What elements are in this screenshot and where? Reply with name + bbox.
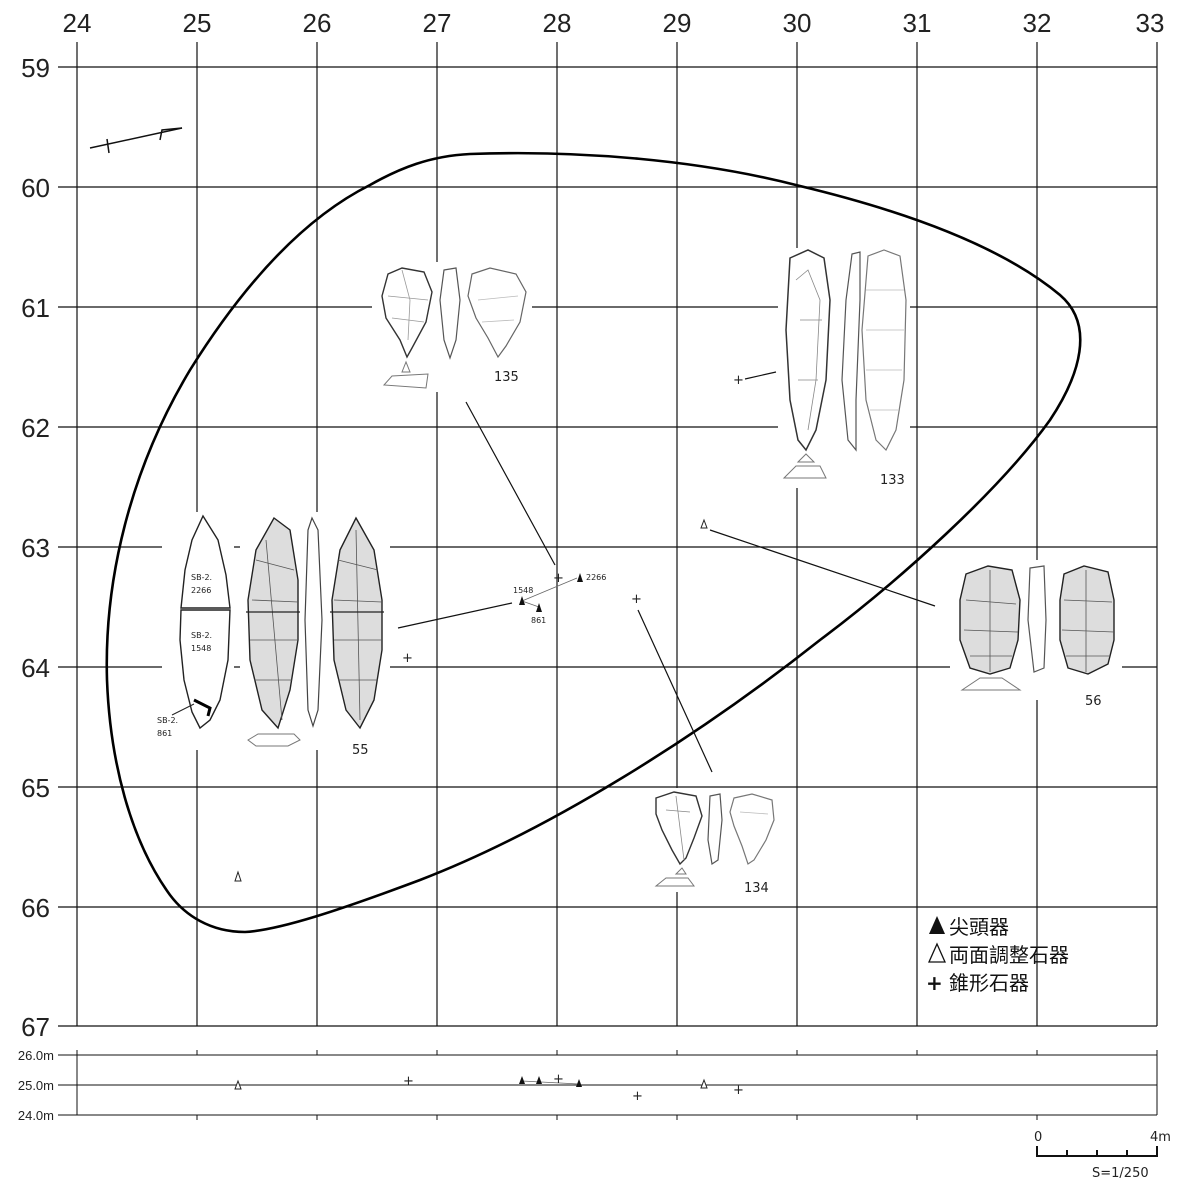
legend: 尖頭器 両面調整石器 + 錐形石器 [926,915,1069,995]
y-label-59: 59 [21,53,50,83]
artifact-134-label: 134 [744,881,769,896]
plan-markers: + + + + 2266 1548 861 [234,373,744,882]
marker-label-2266: 2266 [586,573,606,582]
refit-link-line [521,577,578,602]
marker-label-1548: 1548 [513,586,533,595]
refit-link-line-861 [521,600,540,608]
refit-label-2266-a: SB-2. [191,573,212,582]
legend-awl-icon: + [926,971,943,995]
x-label-30: 30 [783,8,812,38]
section-awl-icon: + [553,1072,564,1087]
scale-zero-label: 0 [1034,1130,1042,1145]
artifact-56-drawing: 56 [950,560,1122,709]
awl-marker-icon: + [733,373,744,388]
section-biface-icon [234,1079,242,1090]
section-point-icon [576,1079,582,1087]
y-label-66: 66 [21,893,50,923]
section-point-icon [536,1076,542,1084]
artifact-55-label: 55 [352,743,369,758]
y-label-62: 62 [21,413,50,443]
x-label-25: 25 [183,8,212,38]
y-label-63: 63 [21,533,50,563]
artifact-134-drawing: 134 [648,788,780,896]
section-awl-icon: + [632,1089,643,1104]
section-point-icon [519,1076,525,1084]
marker-label-861: 861 [531,616,546,625]
legend-label-biface: 両面調整石器 [949,943,1069,967]
legend-biface-icon [927,942,947,963]
point-marker-icon [577,573,583,582]
x-label-32: 32 [1023,8,1052,38]
refit-label-1548-b: 1548 [191,644,211,653]
north-arrow-icon [89,127,183,154]
scale-bar: 0 4m S=1/250 [1034,1130,1171,1181]
biface-marker-icon [700,518,708,529]
biface-marker-icon [234,870,242,882]
elev-label-24: 24.0m [18,1108,54,1123]
legend-point-icon [929,916,945,934]
x-label-31: 31 [903,8,932,38]
legend-label-point: 尖頭器 [949,915,1009,939]
awl-marker-icon: + [631,592,642,607]
elevation-section: 26.0m 25.0m 24.0m + + + + [18,1048,1158,1123]
point-marker-icon [536,603,542,612]
x-label-26: 26 [303,8,332,38]
awl-marker-icon: + [402,651,413,666]
artifact-133-drawing: 133 [778,248,910,488]
x-label-28: 28 [543,8,572,38]
scale-ratio-label: S=1/250 [1092,1166,1149,1181]
awl-marker-icon: + [553,571,564,586]
y-label-65: 65 [21,773,50,803]
elev-label-26: 26.0m [18,1048,54,1063]
elev-label-25: 25.0m [18,1078,54,1093]
refit-label-861-b: 861 [157,729,172,738]
refit-label-1548-a: SB-2. [191,631,212,640]
y-label-67: 67 [21,1012,50,1042]
y-label-64: 64 [21,653,50,683]
refit-label-2266-b: 2266 [191,586,211,595]
x-label-33: 33 [1136,8,1165,38]
x-axis-labels: 24 25 26 27 28 29 30 31 32 33 [63,8,1165,38]
refit-outline-drawing: SB-2. 2266 SB-2. 1548 SB-2. 861 [157,512,234,750]
x-label-29: 29 [663,8,692,38]
section-biface-icon [700,1078,708,1089]
artifact-concentration-boundary [105,151,1082,934]
y-axis-labels: 59 60 61 62 63 64 65 66 67 [21,53,50,1042]
leader-lines [397,371,936,773]
y-label-60: 60 [21,173,50,203]
section-awl-icon: + [403,1074,414,1089]
artifact-55-drawing: 55 [240,512,390,758]
artifact-133-label: 133 [880,473,905,488]
legend-label-awl: 錐形石器 [949,971,1029,995]
point-marker-icon [519,596,525,605]
x-label-24: 24 [63,8,92,38]
artifact-135-drawing: 135 [372,262,532,392]
y-label-61: 61 [21,293,50,323]
section-awl-icon: + [733,1083,744,1098]
artifact-135-label: 135 [494,370,519,385]
artifact-56-label: 56 [1085,694,1102,709]
refit-label-861-a: SB-2. [157,716,178,725]
scale-max-label: 4m [1150,1130,1171,1145]
x-label-27: 27 [423,8,452,38]
